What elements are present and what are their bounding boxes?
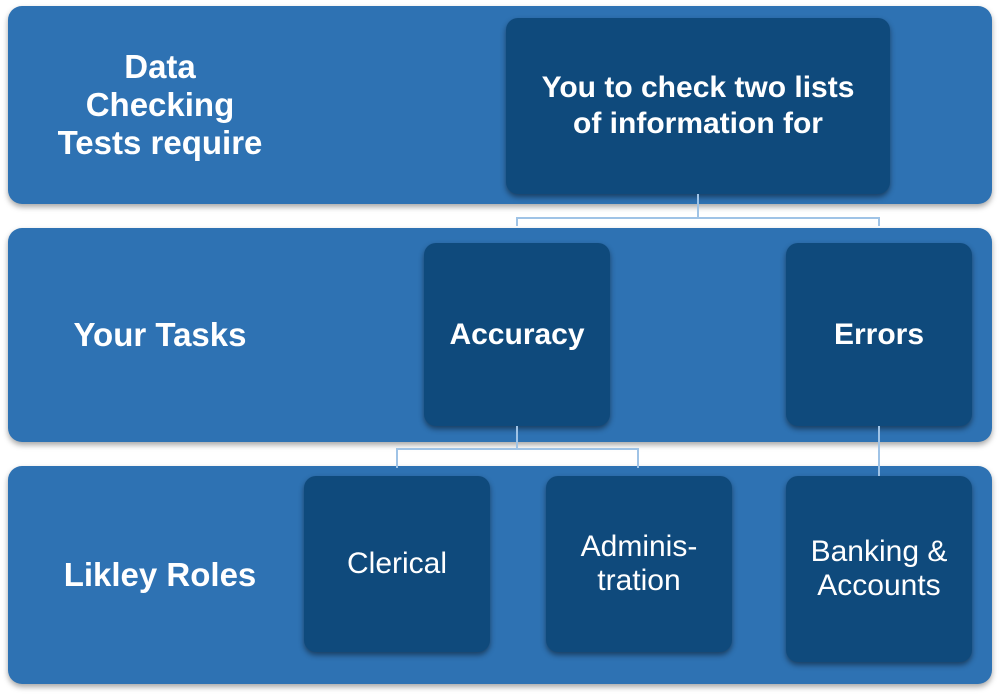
row-label-roles: Likley Roles	[20, 466, 300, 684]
box-accuracy: Accuracy	[424, 243, 610, 426]
box-clerical: Clerical	[304, 476, 490, 652]
box-errors: Errors	[786, 243, 972, 426]
box-check-two-lists: You to check two lists of information fo…	[506, 18, 890, 194]
row-label-requirements-text: Data Checking Tests require	[57, 48, 263, 161]
row-label-roles-text: Likley Roles	[63, 556, 257, 593]
box-banking-accounts: Banking & Accounts	[786, 476, 972, 662]
row-label-requirements: Data Checking Tests require	[20, 6, 300, 204]
row-label-tasks-text: Your Tasks	[73, 316, 247, 353]
box-administration: Adminis- tration	[546, 476, 732, 652]
row-label-tasks: Your Tasks	[20, 228, 300, 442]
